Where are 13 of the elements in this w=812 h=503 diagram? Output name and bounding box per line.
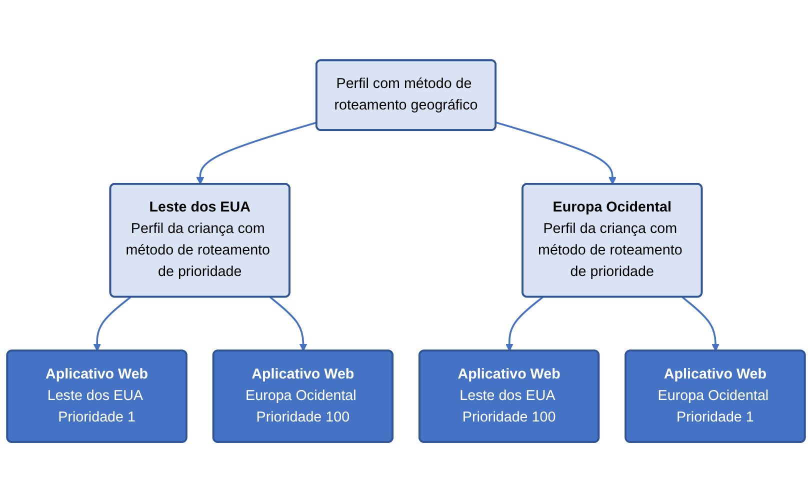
process-box: Europa Ocidental Perfil da criança com método de roteamento de prioridade bbox=[522, 183, 703, 298]
process-box: Aplicativo Web Leste dos EUA Prioridade 1 bbox=[6, 350, 188, 444]
arrow bbox=[496, 122, 616, 186]
process-box: Leste dos EUA Perfil da criança com método de roteamento de prioridade bbox=[109, 183, 290, 298]
arrow bbox=[196, 122, 318, 186]
arrow bbox=[682, 296, 720, 352]
process-box: Aplicativo Web Europa Ocidental Prioridade 1 bbox=[624, 350, 806, 444]
process-box: Perfil com método de roteamento geográfico bbox=[315, 60, 497, 132]
arrow bbox=[93, 296, 132, 352]
arrow bbox=[505, 296, 544, 352]
process-box: Aplicativo Web Europa Ocidental Prioridade 100 bbox=[212, 350, 394, 444]
arrow bbox=[270, 296, 308, 352]
process-box: Aplicativo Web Leste dos EUA Prioridade 100 bbox=[418, 350, 600, 444]
